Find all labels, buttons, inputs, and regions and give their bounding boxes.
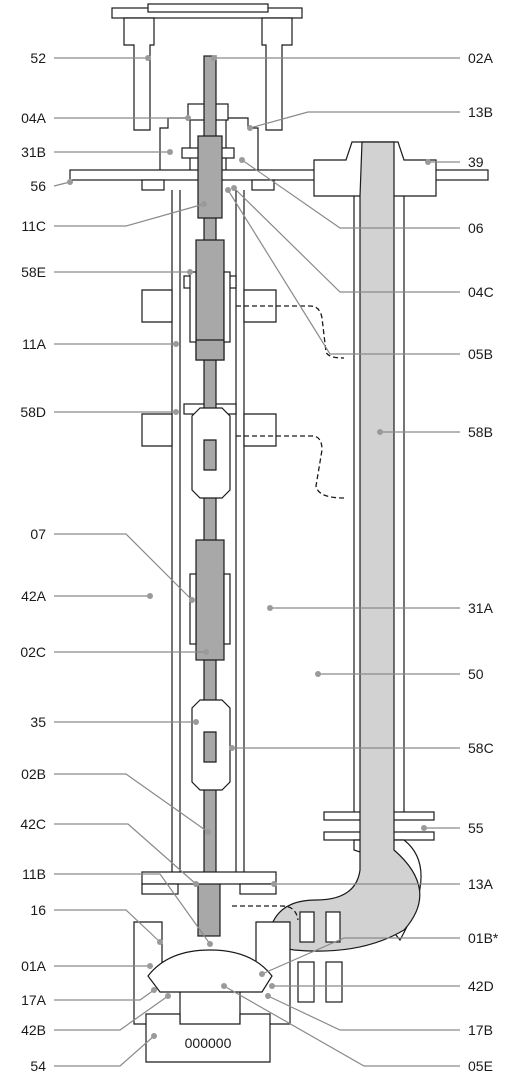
label-05b: 05B xyxy=(468,346,493,362)
leader-lines-right xyxy=(211,55,460,1067)
labels-right: 02A 13B 39 06 04C 05B 58B 31A 50 58C 55 … xyxy=(468,50,499,1074)
label-02b: 02B xyxy=(21,766,46,782)
label-54: 54 xyxy=(30,1058,46,1074)
dashed-lines xyxy=(232,305,345,921)
label-04c: 04C xyxy=(468,284,494,300)
label-11a: 11A xyxy=(22,336,47,352)
label-02a: 02A xyxy=(468,50,494,66)
discharge-column xyxy=(270,141,435,952)
label-07: 07 xyxy=(30,526,46,542)
label-50: 50 xyxy=(468,666,484,682)
leader-lines-left xyxy=(53,55,213,1067)
labels-left: 52 04A 31B 56 11C 58E 11A 58D 07 42A 02C… xyxy=(20,50,46,1074)
label-42b: 42B xyxy=(21,1022,46,1038)
label-11b: 11B xyxy=(22,866,46,882)
label-06: 06 xyxy=(468,220,484,236)
motor-stand xyxy=(111,3,303,131)
suction-ports: 000000 xyxy=(185,1035,232,1051)
label-42d: 42D xyxy=(468,978,494,994)
label-17b: 17B xyxy=(468,1022,493,1038)
label-05e: 05E xyxy=(468,1058,493,1074)
label-52: 52 xyxy=(30,50,46,66)
couplings xyxy=(191,407,231,791)
bowl-assembly xyxy=(133,871,343,1025)
label-55: 55 xyxy=(468,820,484,836)
label-39: 39 xyxy=(468,154,484,170)
label-01b: 01B* xyxy=(468,930,499,946)
suction-base: 000000 xyxy=(145,1013,271,1063)
label-01a: 01A xyxy=(21,958,47,974)
label-17a: 17A xyxy=(21,992,47,1008)
label-16: 16 xyxy=(30,902,46,918)
label-31b: 31B xyxy=(21,144,46,160)
label-42a: 42A xyxy=(21,588,47,604)
label-31a: 31A xyxy=(468,600,494,616)
label-13b: 13B xyxy=(468,104,493,120)
label-02c: 02C xyxy=(20,644,46,660)
label-56: 56 xyxy=(30,178,46,194)
label-35: 35 xyxy=(30,714,46,730)
label-11c: 11C xyxy=(21,218,46,234)
label-04a: 04A xyxy=(21,110,47,126)
mounting-plate xyxy=(69,169,489,191)
label-13a: 13A xyxy=(468,876,494,892)
label-58b: 58B xyxy=(468,424,493,440)
label-58d: 58D xyxy=(20,404,46,420)
label-42c: 42C xyxy=(20,816,46,832)
label-58e: 58E xyxy=(21,264,46,280)
label-58c: 58C xyxy=(468,740,494,756)
